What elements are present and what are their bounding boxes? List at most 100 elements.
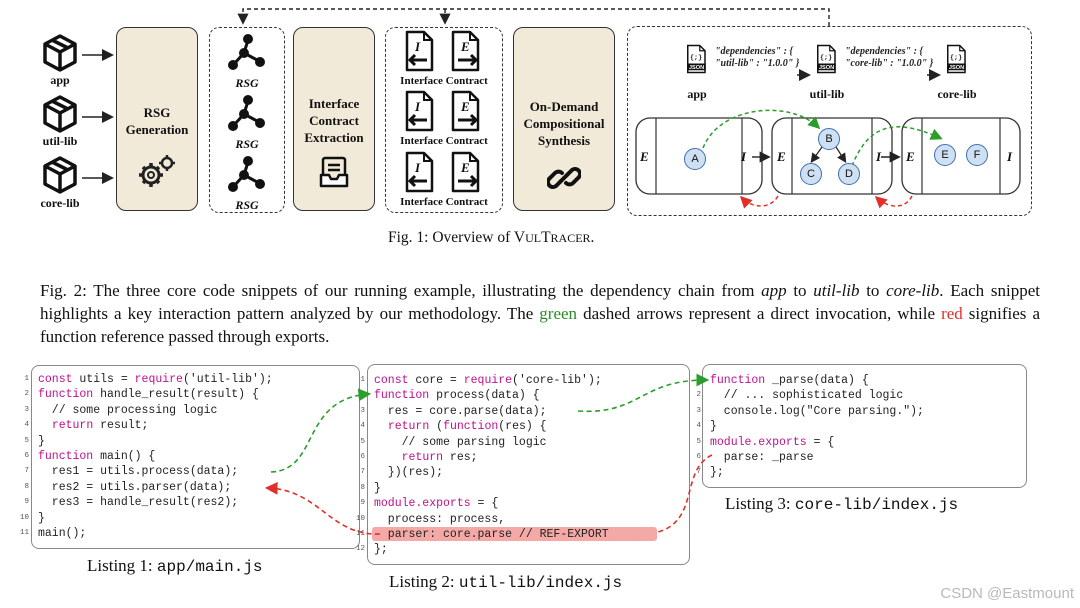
fig2-red-word: red — [941, 304, 963, 323]
line-number: 1 — [360, 376, 365, 384]
contract-letter: E — [460, 160, 470, 175]
fig1-caption: Fig. 1: Overview of VULTRACER. — [388, 229, 594, 247]
code-line: return result; — [51, 419, 149, 433]
code-line: })(res); — [374, 466, 444, 480]
import-file-icon: I — [405, 151, 434, 193]
interface-contracts-column — [385, 27, 503, 213]
line-number: 6 — [360, 453, 365, 461]
graph-node-a: A — [684, 148, 706, 170]
code-line: function main() { — [38, 450, 156, 463]
code-line: return (function(res) { — [387, 420, 547, 434]
line-number: 12 — [355, 545, 365, 554]
code-line: function process(data) { — [374, 389, 540, 403]
import-file-icon: I — [405, 90, 434, 132]
listing-caption-file: app/main.js — [156, 558, 263, 576]
graph-icon — [228, 156, 265, 192]
link-icon — [547, 167, 581, 189]
synthesis-line3: Synthesis — [537, 133, 591, 148]
import-file-icon: I — [405, 30, 434, 72]
fig2-text: util-lib — [813, 281, 860, 300]
rsg-generation-line1: RSG — [143, 105, 171, 120]
export-side-label: E — [777, 149, 786, 164]
fig2-text: to — [859, 281, 887, 300]
svg-text:JSON: JSON — [949, 65, 964, 71]
svg-text:{;}: {;} — [690, 54, 702, 62]
code-line: } — [710, 420, 717, 434]
dependency-note-line: "dependencies" : { — [715, 46, 793, 57]
line-number: 1 — [24, 375, 29, 383]
graph-node-b: B — [818, 128, 840, 150]
contract-letter: E — [460, 39, 470, 54]
fig2-text: Fig. 2: The three core code snippets of … — [40, 281, 762, 300]
fig2-text: dashed arrows represent a direct invocat… — [577, 304, 942, 323]
code-line: process: process, — [374, 512, 506, 526]
package-label-app: app — [50, 73, 70, 87]
export-side-label: E — [640, 149, 649, 164]
code-line: // ... sophisticated logic — [710, 389, 904, 403]
listing-caption-file: core-lib/index.js — [794, 496, 959, 514]
ref-export-highlight — [372, 527, 657, 541]
rsg-column — [209, 27, 285, 213]
line-number: 3 — [24, 405, 29, 414]
code-line: module.exports = { — [710, 435, 835, 449]
document-tray-icon — [319, 156, 349, 188]
json-file-icon: {;}JSON — [947, 44, 966, 74]
listing-1-caption: Listing 1: app/main.js — [87, 556, 263, 576]
fig2-text: signifies a function reference passed th… — [40, 304, 1040, 346]
extraction-line3: Extraction — [304, 130, 364, 145]
line-number: 6 — [24, 452, 29, 460]
interface-contract-label: Interface Contract — [400, 135, 488, 147]
line-number: 7 — [696, 468, 701, 477]
contract-letter: E — [460, 99, 470, 114]
code-line: res3 = handle_result(res2); — [38, 496, 239, 510]
graph-node-f: F — [966, 144, 988, 166]
listing-caption-prefix: Listing 1: — [87, 556, 157, 575]
code-line: main(); — [38, 527, 87, 540]
caption-tool-name: UL — [525, 231, 542, 245]
import-side-label: I — [876, 149, 882, 164]
interface-contract-label: Interface Contract — [400, 75, 488, 87]
code-line: function handle_result(result) { — [38, 388, 259, 402]
line-number: 4 — [696, 422, 701, 431]
line-number: 11 — [355, 530, 365, 538]
rsg-label: RSG — [235, 76, 259, 90]
synthesis-line2: Compositional — [523, 116, 605, 131]
line-number: 7 — [24, 467, 29, 476]
code-line: }; — [374, 543, 388, 557]
watermark: CSDN @Eastmount — [940, 585, 1074, 602]
fig2-green-word: green — [539, 304, 578, 323]
code-line: } — [38, 511, 45, 525]
package-label-util-lib: util-lib — [42, 134, 78, 148]
contract-letter: I — [414, 39, 421, 54]
fig2-text: core-lib — [886, 281, 940, 300]
json-file-icon: {;}JSON — [687, 44, 706, 74]
listing-caption-prefix: Listing 2: — [389, 572, 459, 591]
line-number: 8 — [360, 483, 365, 492]
rsg-generation-line2: Generation — [125, 122, 189, 137]
rsg-label: RSG — [235, 137, 259, 151]
line-number: 2 — [696, 391, 701, 400]
code-line: } — [374, 481, 381, 495]
interface-contract-label: Interface Contract — [400, 196, 488, 208]
code-line: function _parse(data) { — [710, 374, 869, 387]
synthesis-line1: On-Demand — [529, 99, 599, 114]
graph-node-d: D — [838, 163, 860, 185]
json-file-icon: {;}JSON — [817, 44, 836, 74]
dependency-note-2: "dependencies" : { "core-lib" : "1.0.0" … — [845, 46, 933, 70]
package-icon — [43, 95, 77, 133]
line-number: 5 — [696, 437, 701, 446]
line-number: 10 — [19, 513, 29, 522]
fig1-caption-prefix: Fig. 1: Overview of — [388, 229, 514, 246]
import-side-label: I — [741, 149, 747, 164]
rsg-generation-box: RSG Generation — [116, 27, 198, 211]
code-line: res1 = utils.process(data); — [38, 465, 239, 479]
package-label-core-lib: core-lib — [40, 196, 80, 210]
code-line: console.log("Core parsing."); — [710, 404, 924, 418]
export-file-icon: E — [451, 30, 480, 72]
listing-3-caption: Listing 3: core-lib/index.js — [725, 494, 958, 514]
code-line: parse: _parse — [710, 451, 814, 464]
listing-caption-prefix: Listing 3: — [725, 494, 795, 513]
dependency-note-line: "dependencies" : { — [845, 46, 923, 57]
contract-extraction-box: Interface Contract Extraction — [293, 27, 375, 211]
caption-tool-name: RACER — [550, 231, 591, 245]
